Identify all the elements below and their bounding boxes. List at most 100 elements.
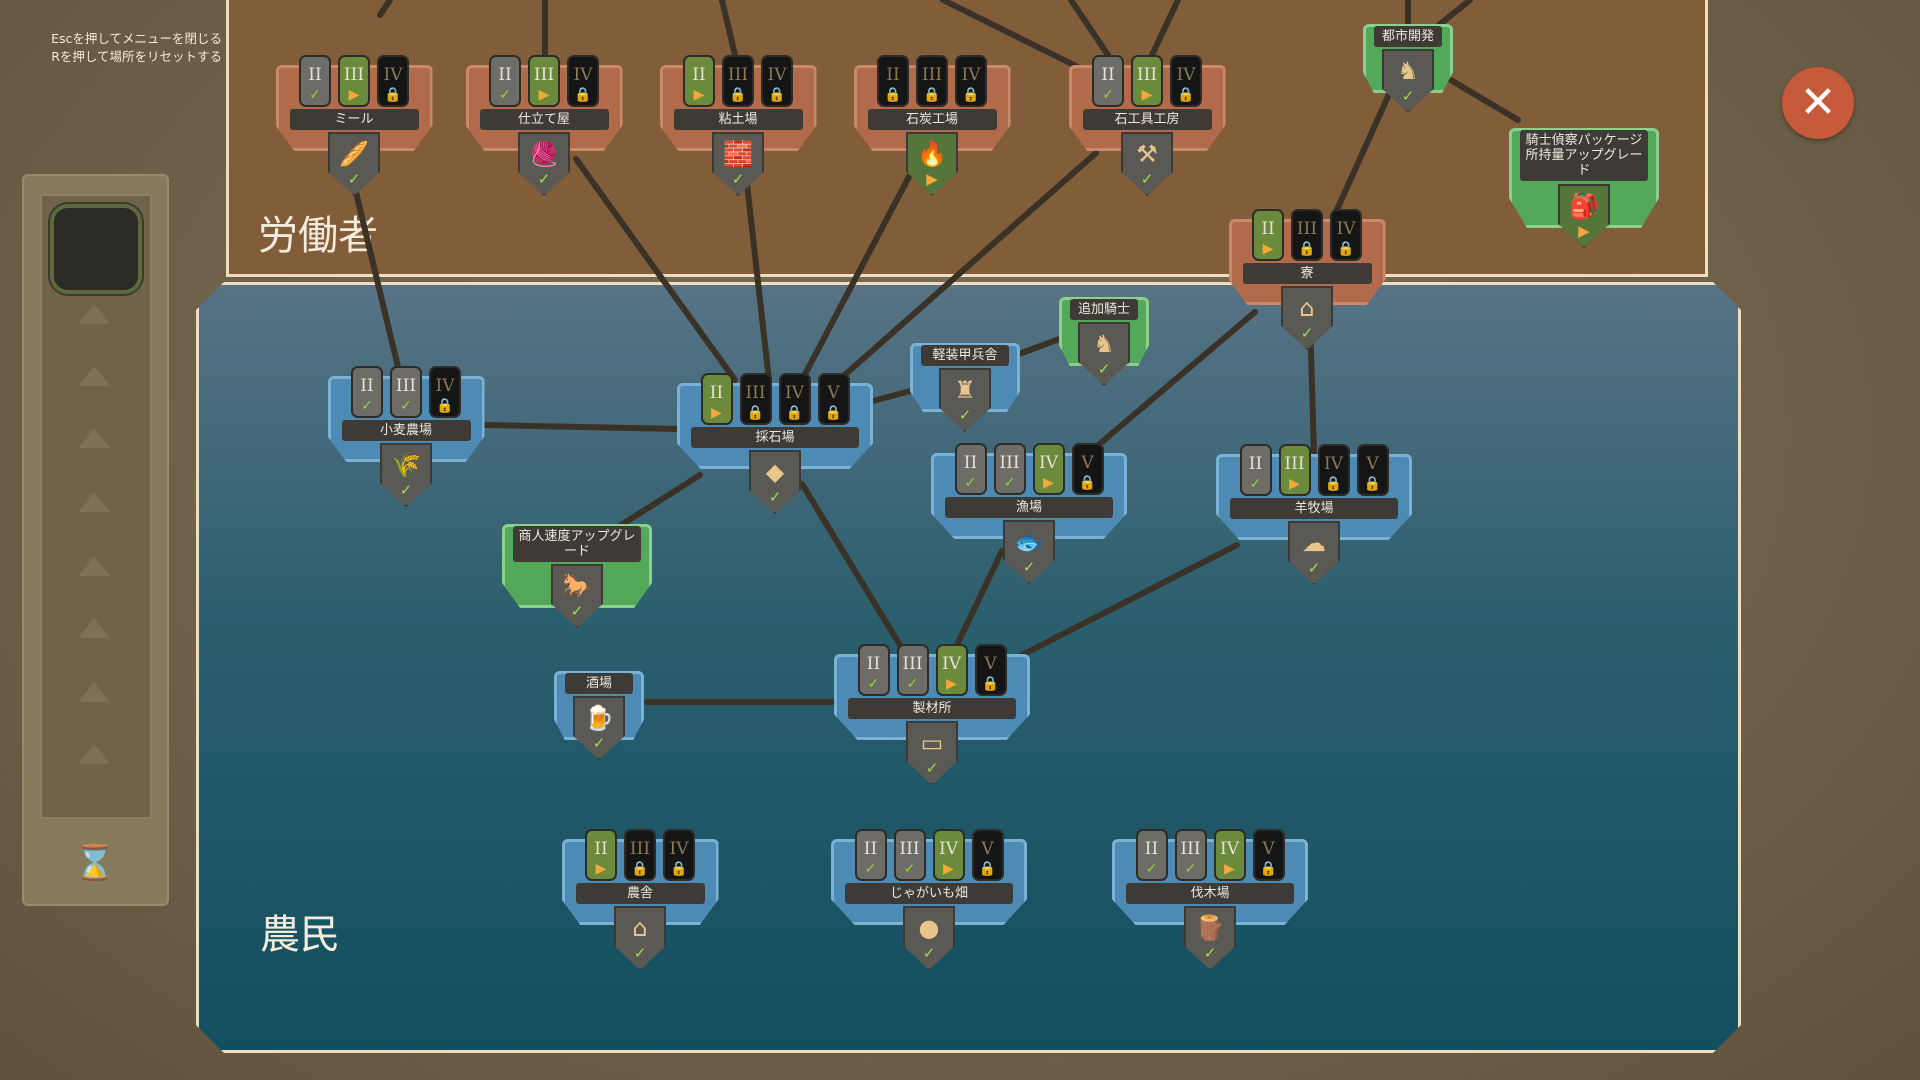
tier-done-badge[interactable]: II✓ xyxy=(1092,55,1124,107)
tier-next-badge[interactable]: II▶ xyxy=(683,55,715,107)
tier-locked-badge[interactable]: V🔒 xyxy=(817,373,850,425)
tier-locked-badge[interactable]: IV🔒 xyxy=(663,829,695,881)
tier-numeral: IV xyxy=(1176,65,1196,85)
tier-numeral: V xyxy=(984,654,997,674)
arrow-up-icon xyxy=(78,366,110,386)
tier-locked-badge[interactable]: IV🔒 xyxy=(429,366,461,418)
play-icon: ▶ xyxy=(1262,241,1274,257)
lock-icon: 🔒 xyxy=(1337,241,1355,257)
check-icon: ✓ xyxy=(1145,861,1158,877)
tier-numeral: IV xyxy=(939,839,958,859)
play-icon: ▶ xyxy=(348,87,360,103)
hourglass-reset-icon[interactable]: ⌛ xyxy=(73,843,117,883)
tier-locked-badge[interactable]: III🔒 xyxy=(916,55,948,107)
tier-locked-badge[interactable]: V🔒 xyxy=(1071,443,1104,495)
tier-done-badge[interactable]: II✓ xyxy=(351,366,383,418)
check-icon: ✓ xyxy=(399,481,413,499)
node-label: 漁場 xyxy=(945,497,1113,518)
check-icon: ✓ xyxy=(400,398,412,414)
tier-done-badge[interactable]: II✓ xyxy=(854,829,887,881)
tier-locked-badge[interactable]: IV🔒 xyxy=(955,55,987,107)
wheat-icon[interactable]: 🌾✓ xyxy=(380,443,432,507)
tier-done-badge[interactable]: III✓ xyxy=(1174,829,1207,881)
tier-locked-badge[interactable]: IV 🔒 xyxy=(567,55,599,107)
node-label: 騎士偵察パッケージ所持量アップグレード xyxy=(1520,130,1648,181)
arrow-up-icon xyxy=(78,304,110,324)
connection-line xyxy=(1149,0,1181,58)
tier-numeral: II xyxy=(1144,839,1159,859)
node-label: 採石場 xyxy=(691,427,859,448)
node-label: 石工具工房 xyxy=(1082,109,1212,130)
tier-locked-badge[interactable]: V🔒 xyxy=(1356,444,1389,496)
tier-done-badge[interactable]: II✓ xyxy=(1239,444,1272,496)
tier-locked-badge[interactable]: III🔒 xyxy=(624,829,656,881)
arrow-up-icon xyxy=(78,428,110,448)
check-icon: ✓ xyxy=(347,170,361,188)
tier-next-badge[interactable]: II▶ xyxy=(700,373,733,425)
tier-numeral: III xyxy=(999,453,1020,473)
tier-next-badge[interactable]: IV▶ xyxy=(932,829,965,881)
coal-icon[interactable]: 🔥▶ xyxy=(906,132,958,196)
zoom-slider-track[interactable] xyxy=(40,194,152,819)
tier-locked-badge[interactable]: V🔒 xyxy=(1252,829,1285,881)
tier-numeral: II xyxy=(886,65,900,85)
tier-done-badge[interactable]: III✓ xyxy=(390,366,422,418)
connection-line xyxy=(481,422,684,432)
check-icon: ✓ xyxy=(903,861,916,877)
tier-locked-badge[interactable]: V🔒 xyxy=(974,644,1007,696)
lock-icon: 🔒 xyxy=(574,87,592,103)
node-label: 農舎 xyxy=(575,883,705,904)
tier-next-badge[interactable]: III▶ xyxy=(1278,444,1311,496)
check-icon: ✓ xyxy=(925,759,939,777)
lock-icon: 🔒 xyxy=(384,87,402,103)
tier-done-badge[interactable]: II ✓ xyxy=(1135,829,1168,881)
tier-locked-badge[interactable]: II🔒 xyxy=(877,55,909,107)
tier-next-badge[interactable]: III ▶ xyxy=(338,55,370,107)
tier-next-badge[interactable]: IV▶ xyxy=(1032,443,1065,495)
tier-done-badge[interactable]: III✓ xyxy=(896,644,929,696)
tier-next-badge[interactable]: II▶ xyxy=(585,829,617,881)
check-icon: ✓ xyxy=(768,488,782,506)
tier-row: II✓III▶ IV 🔒 xyxy=(1092,55,1202,107)
tier-done-badge[interactable]: III✓ xyxy=(993,443,1026,495)
tier-next-badge[interactable]: II ▶ xyxy=(1252,209,1284,261)
tier-row: II▶III🔒IV🔒 xyxy=(585,829,695,881)
close-button[interactable]: ✕ xyxy=(1782,67,1854,139)
check-icon: ✓ xyxy=(592,734,606,752)
tier-locked-badge[interactable]: IV🔒 xyxy=(761,55,793,107)
check-icon: ✓ xyxy=(1022,558,1036,576)
tier-locked-badge[interactable]: III🔒 xyxy=(1291,209,1323,261)
tier-numeral: III xyxy=(1296,219,1318,239)
tier-locked-badge[interactable]: III🔒 xyxy=(739,373,772,425)
tier-locked-badge[interactable]: III🔒 xyxy=(722,55,754,107)
zoom-slider-thumb[interactable] xyxy=(50,204,142,294)
node-label: ミール xyxy=(289,109,419,130)
tier-locked-badge[interactable]: IV🔒 xyxy=(377,55,409,107)
tier-done-badge[interactable]: II✓ xyxy=(954,443,987,495)
lock-icon: 🔒 xyxy=(1177,87,1195,103)
tier-locked-badge[interactable]: IV🔒 xyxy=(778,373,811,425)
tier-locked-badge[interactable]: IV🔒 xyxy=(1330,209,1362,261)
tier-next-badge[interactable]: III▶ xyxy=(1131,55,1163,107)
tier-next-badge[interactable]: IV▶ xyxy=(935,644,968,696)
tier-numeral: III xyxy=(343,65,365,85)
tier-numeral: III xyxy=(629,839,651,859)
planks-icon[interactable]: ▭✓ xyxy=(906,721,958,785)
tier-done-badge[interactable]: III✓ xyxy=(893,829,926,881)
connection-line xyxy=(799,168,915,383)
connection-line xyxy=(1436,0,1473,28)
tier-locked-badge[interactable]: V🔒 xyxy=(971,829,1004,881)
tier-numeral: II xyxy=(1261,219,1275,239)
tier-next-badge[interactable]: III▶ xyxy=(528,55,560,107)
tier-done-badge[interactable]: II✓ xyxy=(857,644,890,696)
lock-icon: 🔒 xyxy=(670,861,688,877)
tier-next-badge[interactable]: IV▶ xyxy=(1213,829,1246,881)
tier-locked-badge[interactable]: IV 🔒 xyxy=(1170,55,1202,107)
section-label-workers: 労働者 xyxy=(258,213,378,259)
tier-numeral: III xyxy=(1180,839,1201,859)
tier-done-badge[interactable]: II✓ xyxy=(299,55,331,107)
tier-locked-badge[interactable]: IV🔒 xyxy=(1317,444,1350,496)
tier-done-badge[interactable]: II✓ xyxy=(489,55,521,107)
tier-numeral: IV xyxy=(573,65,593,85)
tier-row: II▶III🔒IV🔒 xyxy=(683,55,793,107)
